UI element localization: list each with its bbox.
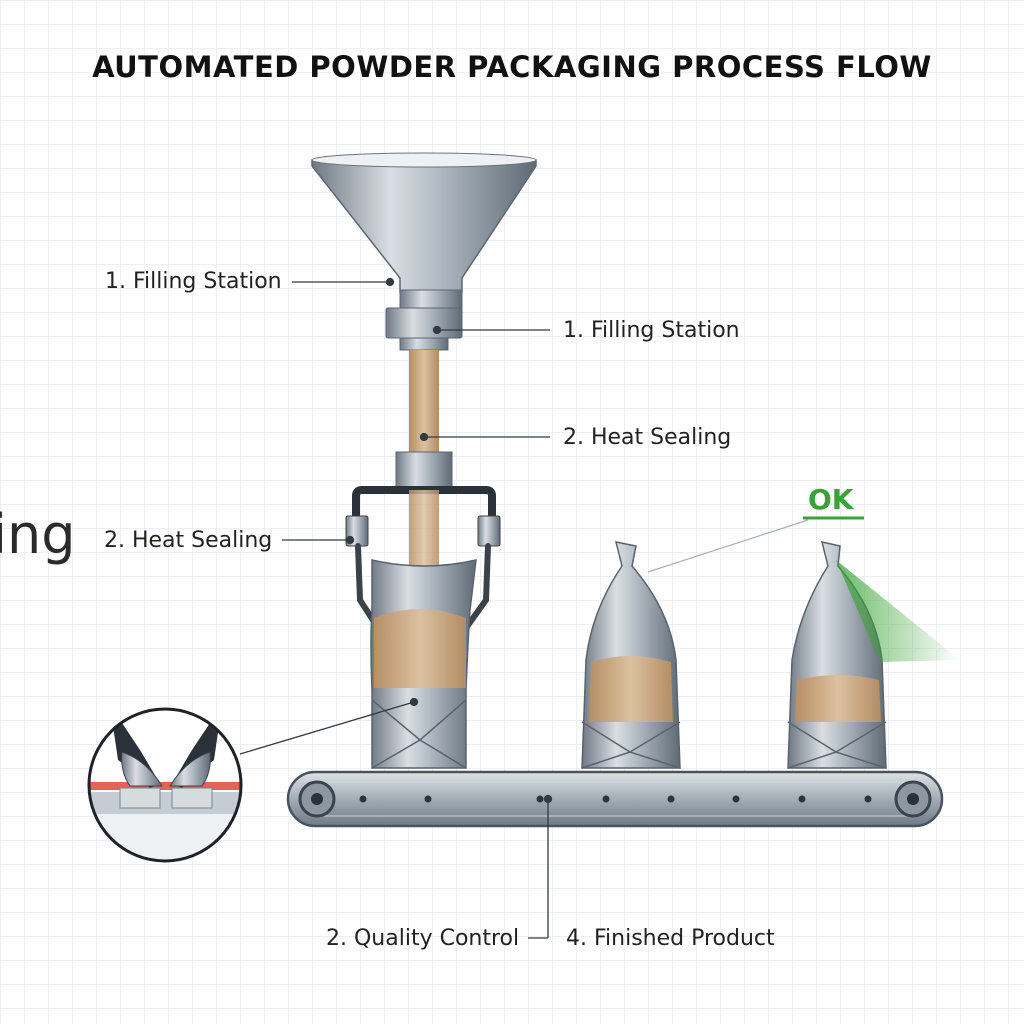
sealing-closeup-lens (87, 707, 243, 863)
label-heat-sealing-left: 2. Heat Sealing (104, 528, 273, 553)
hopper-funnel (311, 152, 537, 351)
bag-being-filled (370, 559, 477, 769)
leader-lines (239, 277, 809, 939)
label-heat-sealing-right: 2. Heat Sealing (563, 425, 732, 450)
label-filling-station-left: 1. Filling Station (105, 269, 282, 294)
inspection-light-beam (836, 560, 960, 662)
sealed-bag-1 (581, 541, 681, 769)
conveyor-belt (286, 770, 944, 828)
truncated-label-fragment: ing (0, 503, 76, 566)
ok-badge: OK (808, 483, 854, 516)
label-filling-station-right: 1. Filling Station (563, 318, 740, 343)
diagram-title: AUTOMATED POWDER PACKAGING PROCESS FLOW (92, 50, 932, 84)
powder-stream (409, 350, 439, 460)
label-finished-product: 4. Finished Product (566, 926, 775, 951)
approved-bag (787, 541, 887, 769)
label-quality-control: 2. Quality Control (326, 926, 520, 951)
